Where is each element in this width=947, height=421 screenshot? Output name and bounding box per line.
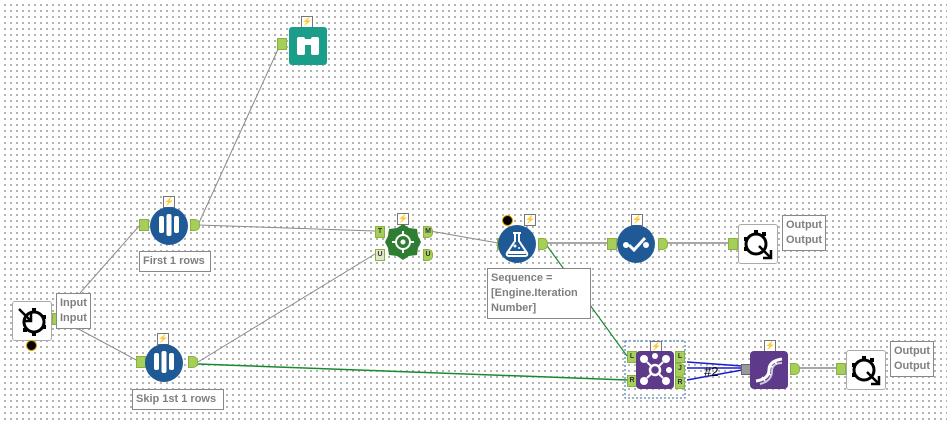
append-unmatched-anchor[interactable]: U <box>423 249 433 261</box>
sample-first-tool[interactable] <box>150 207 188 245</box>
wire-append-to-formula[interactable] <box>429 230 499 244</box>
join-icon <box>640 353 672 385</box>
sample-first-output-anchor[interactable] <box>190 219 200 231</box>
macro-output-1-annotation: Output Output <box>782 215 827 251</box>
append-output-anchor[interactable]: M <box>423 226 433 238</box>
macro-output-1-input-anchor[interactable] <box>728 238 738 250</box>
sample-skip-tool[interactable] <box>145 344 183 382</box>
select-output-anchor[interactable] <box>658 238 668 250</box>
lightning-icon: ⚡ <box>650 341 662 353</box>
macro-input-tool[interactable] <box>12 301 52 341</box>
macro-output-2-annotation: Output Output <box>890 341 935 377</box>
sample-icon <box>154 351 174 373</box>
formula-output-anchor[interactable] <box>538 238 548 250</box>
lightning-icon: ⚡ <box>157 333 169 345</box>
dna-output-anchor[interactable] <box>790 363 800 375</box>
sample-first-annotation: First 1 rows <box>139 251 211 272</box>
wire-first-to-browse[interactable] <box>197 44 281 226</box>
wire-first-to-append-t[interactable] <box>197 224 376 232</box>
macro-output-1-tool[interactable] <box>738 224 778 264</box>
connection-count-label: #2 <box>704 364 719 379</box>
select-input-anchor[interactable] <box>607 238 617 250</box>
join-right-output-anchor[interactable]: R <box>675 377 685 389</box>
append-target-anchor[interactable]: T <box>375 226 385 238</box>
append-fields-tool[interactable] <box>384 223 422 261</box>
dna-icon <box>755 357 783 385</box>
join-tool[interactable] <box>636 351 674 389</box>
macro-input-icon <box>18 308 46 336</box>
macro-output-2-tool[interactable] <box>846 350 886 390</box>
sample-icon <box>159 214 179 236</box>
formula-flask-icon <box>505 232 529 257</box>
macro-output-2-input-anchor[interactable] <box>836 363 846 375</box>
join-left-output-anchor[interactable]: L <box>675 351 685 363</box>
macro-input-annotation: Input Input <box>56 293 91 329</box>
q-badge-icon <box>26 340 37 351</box>
browse-input-anchor[interactable] <box>277 38 287 50</box>
sample-first-input-anchor[interactable] <box>139 219 149 231</box>
binoculars-icon <box>297 37 319 55</box>
macro-output-icon <box>744 230 773 260</box>
q-badge-icon <box>502 215 513 226</box>
sample-skip-annotation: Skip 1st 1 rows <box>132 389 224 410</box>
join-joined-output-anchor[interactable]: J <box>675 363 685 377</box>
wire-skip-to-join-r[interactable] <box>197 363 628 381</box>
sample-skip-output-anchor[interactable] <box>188 356 198 368</box>
formula-annotation: Sequence = [Engine.Iteration Number] <box>487 268 591 319</box>
wire-join-r-to-dna[interactable] <box>686 369 743 381</box>
wire-join-l-to-dna[interactable] <box>686 361 743 367</box>
append-fields-icon <box>385 224 421 260</box>
select-tool[interactable] <box>617 225 655 263</box>
browse-tool[interactable] <box>289 27 327 65</box>
select-check-icon <box>623 236 649 253</box>
formula-tool[interactable] <box>498 225 536 263</box>
dna-tool[interactable] <box>750 351 788 389</box>
append-source-anchor[interactable]: U <box>375 249 385 261</box>
wire-skip-to-append-u[interactable] <box>197 253 376 363</box>
macro-output-icon <box>852 356 881 386</box>
lightning-icon: ⚡ <box>524 214 536 226</box>
